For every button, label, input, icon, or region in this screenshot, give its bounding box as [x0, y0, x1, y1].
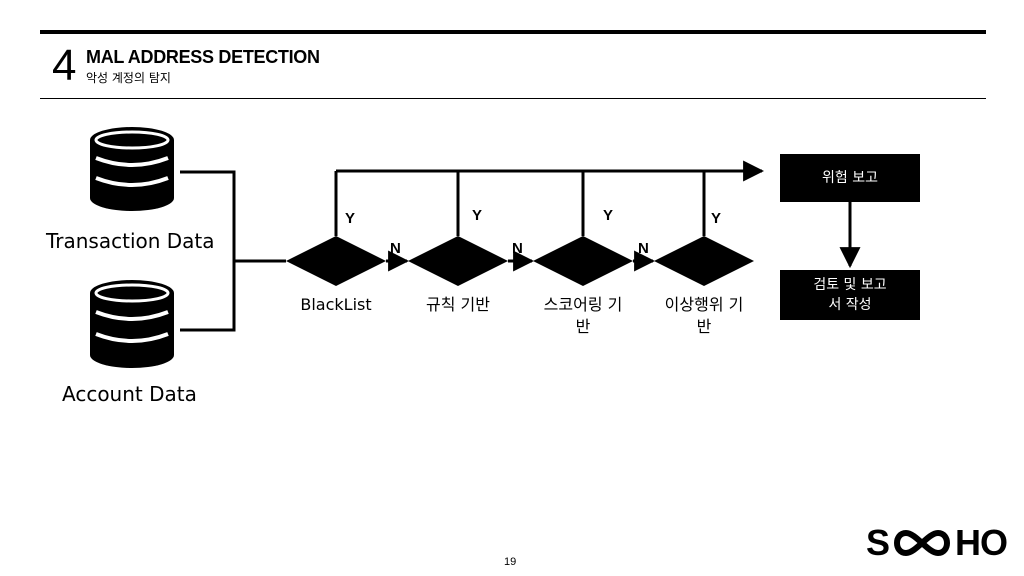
yes-label: Y — [603, 207, 614, 224]
sooho-logo: S HO — [866, 522, 1008, 564]
logo-text-right: HO — [955, 522, 1008, 563]
decision-blacklist — [286, 236, 386, 286]
review-report-label: 검토 및 보고서 작성 — [813, 277, 887, 313]
no-label: N — [390, 240, 401, 257]
source-label-account: Account Data — [62, 382, 197, 406]
header-bottom-rule — [40, 98, 986, 99]
logo-text-left: S — [866, 522, 890, 563]
yes-label: Y — [345, 210, 356, 227]
decision-label-blacklist: BlackList — [300, 295, 372, 314]
risk-report-label: 위험 보고 — [822, 170, 878, 186]
decision-label-rule: 규칙 기반 — [426, 295, 490, 314]
no-label: N — [512, 240, 523, 257]
page-number: 19 — [504, 556, 517, 568]
review-report-box: 검토 및 보고서 작성 — [780, 270, 920, 320]
decision-label-anomaly: 이상행위 기반 — [664, 295, 744, 336]
decision-rule-based — [408, 236, 508, 286]
database-icon — [90, 127, 174, 211]
header-top-rule — [40, 30, 986, 34]
yes-label: Y — [472, 207, 483, 224]
section-title: MAL ADDRESS DETECTION — [86, 47, 320, 67]
section-number: 4 — [52, 41, 77, 90]
risk-report-box: 위험 보고 — [780, 154, 920, 202]
decision-scoring-based — [533, 236, 633, 286]
source-label-transaction: Transaction Data — [46, 229, 215, 253]
yes-bus — [334, 160, 765, 236]
no-label: N — [638, 240, 649, 257]
database-icon — [90, 280, 174, 368]
source-connector — [180, 170, 286, 332]
yes-label: Y — [711, 210, 722, 227]
section-subtitle: 악성 계정의 탐지 — [86, 71, 171, 85]
logo-infinity-icon — [894, 529, 950, 557]
decision-label-scoring: 스코어링 기반 — [543, 295, 623, 336]
decision-anomaly-based — [654, 236, 754, 286]
